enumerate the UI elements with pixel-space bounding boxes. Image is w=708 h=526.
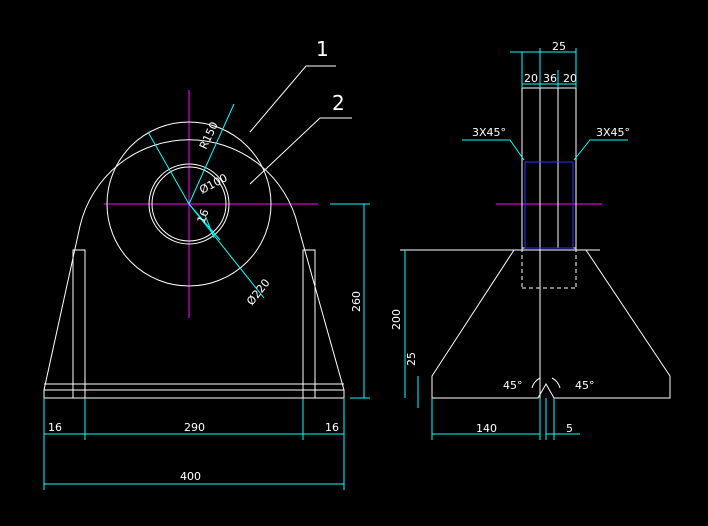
side-lug — [521, 87, 577, 400]
front-linear-dims — [43, 203, 370, 490]
side-bore-hidden — [524, 161, 574, 249]
side-base — [431, 249, 671, 399]
front-outer-profile — [43, 139, 345, 399]
dim-height-foot: 25 — [405, 352, 418, 366]
side-view — [400, 48, 671, 440]
ribs — [72, 249, 316, 399]
radial-dims — [147, 103, 265, 299]
middle-circle — [106, 121, 272, 287]
bore-circle-inner — [151, 166, 227, 242]
leader-label-1: 1 — [316, 37, 329, 61]
dim-top-mid: 36 — [543, 72, 557, 85]
dim-height-base: 200 — [390, 309, 403, 330]
dim-width-right-rib: 16 — [325, 421, 339, 434]
angle-arcs — [531, 377, 561, 389]
dim-bore-tick: 16 — [195, 207, 212, 225]
dim-chamfer-right: 3X45° — [596, 126, 630, 139]
dim-chamfer-left: 3X45° — [472, 126, 506, 139]
dim-gap: 5 — [566, 422, 573, 435]
dim-height-center: 260 — [350, 291, 363, 312]
side-dashed — [521, 248, 577, 289]
side-dims — [404, 48, 628, 440]
dim-top-left: 20 — [524, 72, 538, 85]
part-leaders — [249, 65, 352, 185]
dim-width-total: 400 — [180, 470, 201, 483]
front-view — [43, 65, 370, 490]
dim-width-between: 290 — [184, 421, 205, 434]
dim-top-right: 20 — [563, 72, 577, 85]
bore-circle-outer — [148, 163, 230, 245]
leader-label-2: 2 — [332, 91, 345, 115]
dim-r150: R150 — [197, 120, 221, 151]
dim-top-width: 25 — [552, 40, 566, 53]
dim-width-left-rib: 16 — [48, 421, 62, 434]
dim-width-base: 140 — [476, 422, 497, 435]
dim-angle-right: 45° — [575, 379, 595, 392]
dim-angle-left: 45° — [503, 379, 523, 392]
dim-dia-middle: Ø220 — [244, 276, 273, 307]
